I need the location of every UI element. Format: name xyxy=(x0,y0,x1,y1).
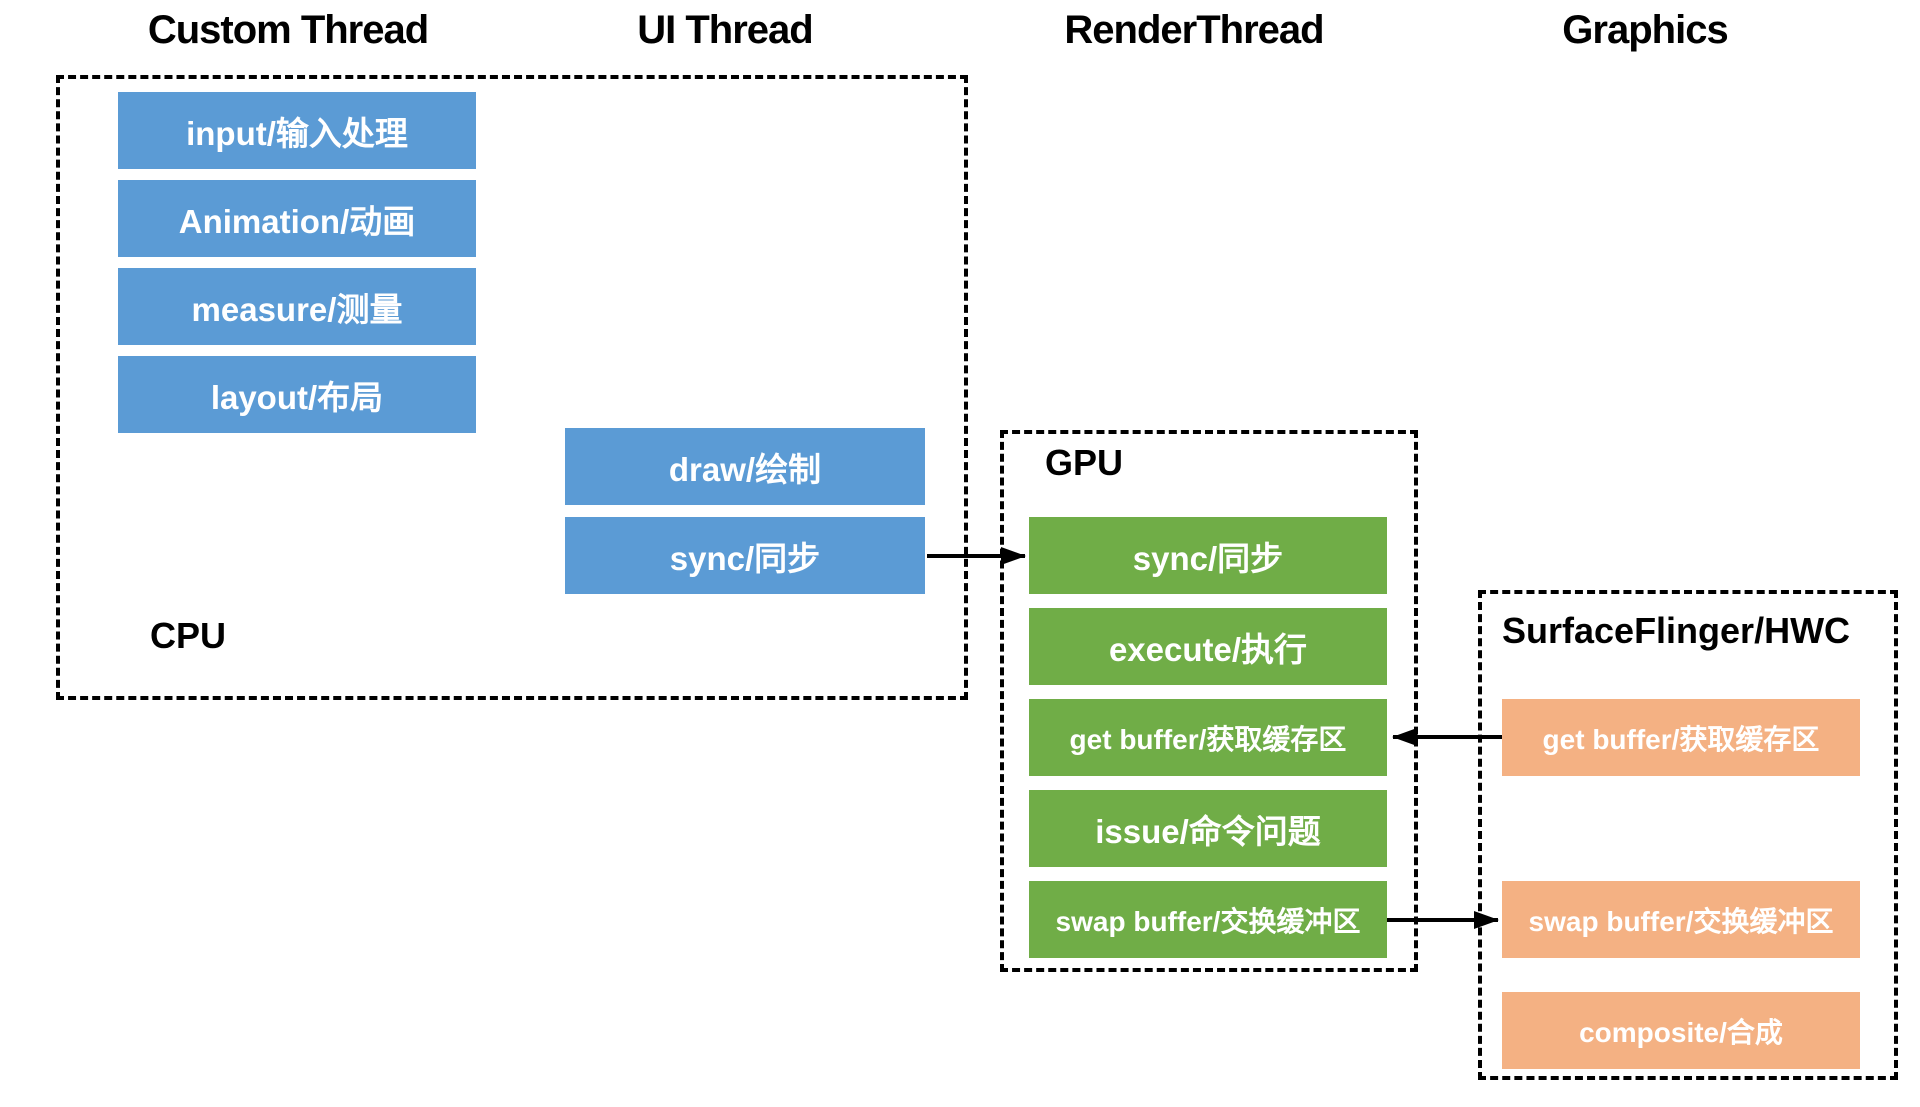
cpu-group-box xyxy=(56,75,968,700)
task-box-input: input/输入处理 xyxy=(118,92,476,169)
task-box-draw: draw/绘制 xyxy=(565,428,925,505)
column-header-ui-thread: UI Thread xyxy=(637,8,813,52)
task-box-measure: measure/测量 xyxy=(118,268,476,345)
task-box-get-buffer-gpu: get buffer/获取缓存区 xyxy=(1029,699,1387,776)
gpu-group-box xyxy=(1000,430,1418,972)
task-box-swap-buffer-gpu: swap buffer/交换缓冲区 xyxy=(1029,881,1387,958)
surfaceflinger-group-label: SurfaceFlinger/HWC xyxy=(1502,610,1851,651)
task-box-sync-gpu: sync/同步 xyxy=(1029,517,1387,594)
task-box-layout: layout/布局 xyxy=(118,356,476,433)
surfaceflinger-group-box xyxy=(1478,590,1898,1080)
task-box-swap-buffer-sf: swap buffer/交换缓冲区 xyxy=(1502,881,1860,958)
gpu-group-label: GPU xyxy=(1045,442,1124,483)
column-header-render-thread: RenderThread xyxy=(1064,8,1324,52)
task-box-execute: execute/执行 xyxy=(1029,608,1387,685)
cpu-group-label: CPU xyxy=(150,615,227,656)
task-box-animation: Animation/动画 xyxy=(118,180,476,257)
task-box-composite: composite/合成 xyxy=(1502,992,1860,1069)
task-box-sync-ui: sync/同步 xyxy=(565,517,925,594)
task-box-issue: issue/命令问题 xyxy=(1029,790,1387,867)
task-box-get-buffer-sf: get buffer/获取缓存区 xyxy=(1502,699,1860,776)
column-header-custom-thread: Custom Thread xyxy=(147,8,429,52)
column-header-graphics: Graphics xyxy=(1562,8,1728,52)
